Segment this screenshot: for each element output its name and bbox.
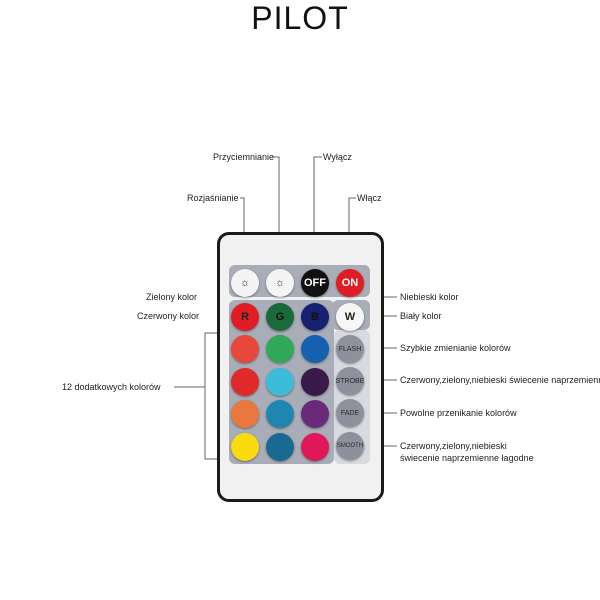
color-button-3[interactable]: [301, 335, 329, 363]
on-button[interactable]: ON: [336, 269, 364, 297]
sun-dim-icon: ☼: [274, 277, 286, 289]
dim-button[interactable]: ☼: [266, 269, 294, 297]
color-button-12[interactable]: [301, 432, 329, 461]
label-blue: Niebieski kolor: [400, 292, 459, 302]
label-flash: Szybkie zmienianie kolorów: [400, 343, 511, 353]
color-button-5[interactable]: [266, 367, 294, 396]
label-green: Zielony kolor: [146, 292, 198, 302]
label-white: Biały kolor: [400, 311, 442, 321]
label-strobe: Czerwony,zielony,niebieski świecenie nap…: [400, 375, 600, 385]
fade-button[interactable]: FADE: [336, 399, 364, 427]
label-brighten: Rozjaśnianie: [187, 193, 239, 203]
page-title: PILOT: [251, 0, 349, 36]
smooth-button[interactable]: SMOOTH: [336, 432, 364, 460]
white-button[interactable]: W: [336, 303, 364, 331]
label-smooth-1: Czerwony,zielony,niebieski: [400, 441, 507, 451]
label-off: Wyłącz: [323, 152, 352, 162]
label-smooth-2: świecenie naprzemienne łagodne: [400, 453, 534, 463]
color-button-2[interactable]: [266, 335, 294, 363]
red-button[interactable]: R: [231, 303, 259, 331]
label-fade: Powolne przenikanie kolorów: [400, 408, 517, 418]
color-button-8[interactable]: [266, 400, 294, 428]
color-button-11[interactable]: [266, 432, 294, 461]
color-button-10[interactable]: [231, 432, 259, 461]
blue-button[interactable]: B: [301, 303, 329, 331]
color-button-1[interactable]: [231, 335, 259, 363]
strobe-button[interactable]: STROBE: [336, 367, 364, 395]
brighten-button[interactable]: ☼: [231, 269, 259, 297]
label-extra-colors: 12 dodatkowych kolorów: [62, 382, 161, 392]
label-red: Czerwony kolor: [137, 311, 200, 321]
color-button-9[interactable]: [301, 400, 329, 428]
label-on: Włącz: [357, 193, 382, 203]
label-dim: Przyciemnianie: [213, 152, 275, 162]
green-button[interactable]: G: [266, 303, 294, 331]
color-button-4[interactable]: [231, 367, 259, 396]
off-button[interactable]: OFF: [301, 269, 329, 297]
color-button-6[interactable]: [301, 367, 329, 396]
color-button-7[interactable]: [231, 400, 259, 428]
flash-button[interactable]: FLASH: [336, 335, 364, 363]
sun-icon: ☼: [239, 277, 251, 289]
